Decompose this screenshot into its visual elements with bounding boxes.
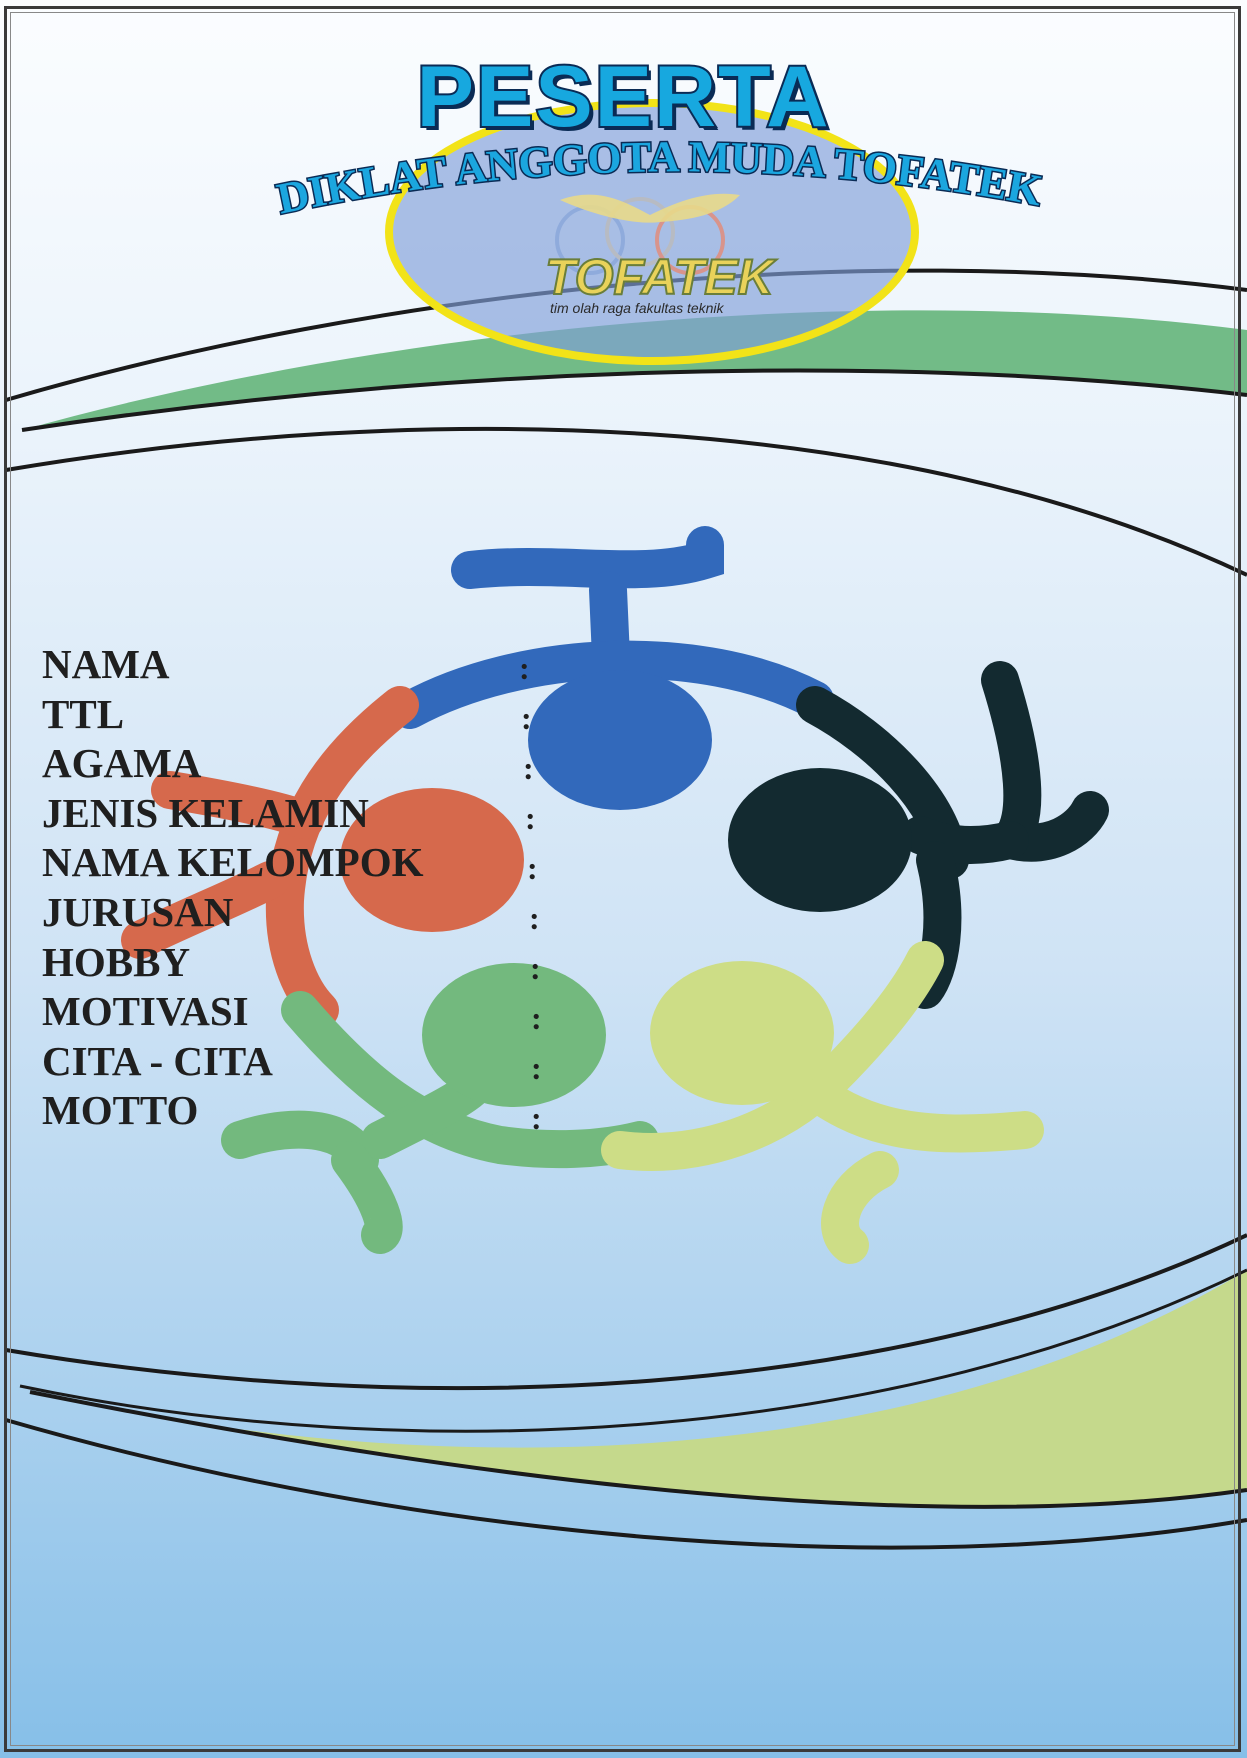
field-label-jenis-kelamin: JENIS KELAMIN [42, 789, 369, 836]
field-separator: : [521, 700, 532, 736]
eagle-icon [560, 193, 740, 223]
field-separator: : [530, 950, 541, 986]
field-separator: : [523, 750, 534, 786]
field-label-nama: NAMA [42, 641, 170, 687]
field-separator: : [531, 1050, 542, 1086]
field-separator: : [529, 900, 540, 936]
field-label-ttl: TTL [42, 690, 125, 737]
field-label-jurusan: JURUSAN [42, 888, 234, 935]
field-label-nama-kelompok: NAMA KELOMPOK [42, 839, 424, 886]
logo-tagline: tim olah raga fakultas teknik [550, 300, 724, 316]
field-label-agama: AGAMA [42, 740, 202, 787]
field-label-motivasi: MOTIVASI [42, 988, 249, 1035]
field-label-cita-cita: CITA - CITA [42, 1037, 273, 1084]
field-label-motto: MOTTO [42, 1087, 199, 1134]
participant-fields: NAMA TTL AGAMA JENIS KELAMIN NAMA KELOMP… [42, 640, 424, 1136]
field-separator: : [531, 1100, 542, 1136]
field-separator: : [519, 650, 530, 686]
field-separator: : [531, 1000, 542, 1036]
field-separator: : [527, 850, 538, 886]
page-border [4, 6, 1241, 1752]
logo-name: TOFATEK [544, 248, 775, 306]
field-label-hobby: HOBBY [42, 938, 191, 985]
page-title: PESERTA [415, 47, 831, 147]
field-separator: : [525, 800, 536, 836]
